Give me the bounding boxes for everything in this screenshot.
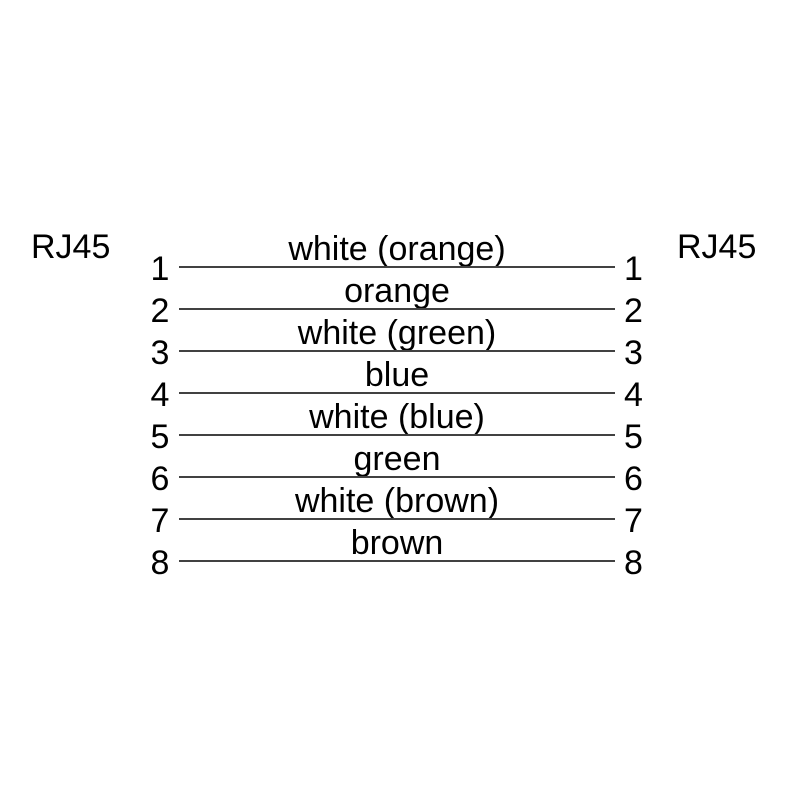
pin-number-right: 1 [624, 250, 643, 288]
wire-color-label: white (green) [297, 314, 497, 352]
wire-line [179, 434, 615, 436]
pin-number-left: 4 [150, 376, 170, 414]
pin-number-left: 8 [150, 544, 170, 582]
wire-line [179, 266, 615, 268]
wire-row-8: 8 brown 8 [0, 520, 800, 580]
wire-color-label: brown [350, 524, 444, 562]
wire-color-label: white (brown) [294, 482, 500, 520]
wire-color-label: green [353, 440, 441, 478]
pin-number-left: 3 [150, 334, 170, 372]
wire-row-6: 6 green 6 [0, 436, 800, 496]
pin-number-right: 5 [624, 418, 643, 456]
wire-line [179, 350, 615, 352]
wire-row-7: 7 white (brown) 7 [0, 478, 800, 538]
pin-number-left: 6 [150, 460, 170, 498]
pin-number-right: 7 [624, 502, 643, 540]
pin-number-left: 1 [150, 250, 170, 288]
wire-line [179, 518, 615, 520]
wire-line [179, 476, 615, 478]
wire-color-label: white (orange) [288, 230, 506, 268]
pin-number-right: 3 [624, 334, 643, 372]
wire-row-3: 3 white (green) 3 [0, 310, 800, 370]
wire-color-label: white (blue) [309, 398, 485, 436]
pin-number-right: 6 [624, 460, 643, 498]
wire-row-4: 4 blue 4 [0, 352, 800, 412]
connector-label-left: RJ45 [31, 228, 111, 266]
wire-row-2: 2 orange 2 [0, 268, 800, 328]
wire-line [179, 560, 615, 562]
wire-color-label: blue [364, 356, 430, 394]
pin-number-right: 8 [624, 544, 643, 582]
pin-number-left: 7 [150, 502, 170, 540]
wire-row-1: 1 white (orange) 1 [0, 226, 800, 286]
pin-number-left: 2 [150, 292, 170, 330]
pin-number-right: 4 [624, 376, 643, 414]
wire-line [179, 308, 615, 310]
wire-row-5: 5 white (blue) 5 [0, 394, 800, 454]
pin-number-left: 5 [150, 418, 170, 456]
wire-color-label: orange [344, 272, 450, 310]
wire-line [179, 392, 615, 394]
connector-label-right: RJ45 [677, 228, 757, 266]
pin-number-right: 2 [624, 292, 643, 330]
